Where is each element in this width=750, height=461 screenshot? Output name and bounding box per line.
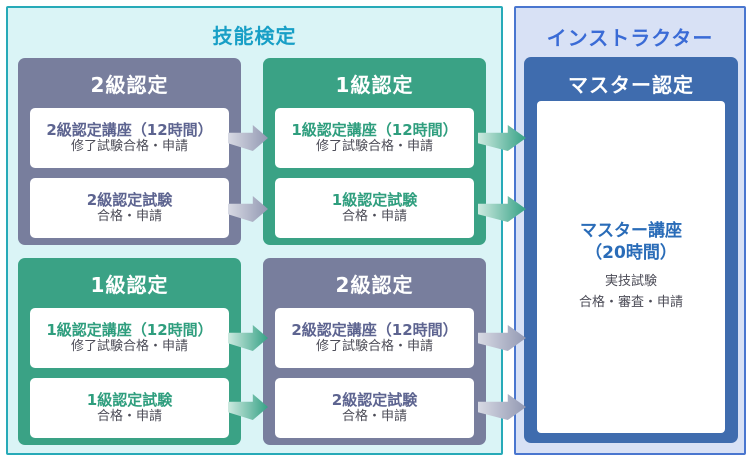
grade2-certification-box-bottom: 2級認定 2級認定講座（12時間） 修了試験合格・申請 2級認定試験 合格・申請 [263, 258, 486, 445]
course-step: 2級認定講座（12時間） 修了試験合格・申請 [30, 108, 229, 168]
master-result-label: 合格・審査・申請 [578, 295, 683, 311]
box-title: 1級認定 [90, 273, 169, 297]
master-certification-box: マスター認定 マスター講座 （20時間） 実技試験 合格・審査・申請 [524, 57, 738, 443]
grade1-certification-box-bottom: 1級認定 1級認定講座（12時間） 修了試験合格・申請 1級認定試験 合格・申請 [18, 258, 241, 445]
step-heading: 2級認定試験 [331, 390, 418, 409]
step-detail: 合格・申請 [341, 409, 407, 425]
box-title: 2級認定 [335, 273, 414, 297]
step-heading: 1級認定講座（12時間） [46, 320, 213, 339]
grade2-certification-box-top: 2級認定 2級認定講座（12時間） 修了試験合格・申請 2級認定試験 合格・申請 [18, 58, 241, 245]
step-detail: 修了試験合格・申請 [70, 339, 188, 355]
step-detail: 修了試験合格・申請 [315, 139, 433, 155]
course-step: 2級認定講座（12時間） 修了試験合格・申請 [275, 308, 474, 368]
box-title: 2級認定 [90, 73, 169, 97]
course-step: 1級認定講座（12時間） 修了試験合格・申請 [275, 108, 474, 168]
step-heading: 1級認定試験 [331, 190, 418, 209]
exam-step: 1級認定試験 合格・申請 [275, 178, 474, 238]
course-step: 1級認定講座（12時間） 修了試験合格・申請 [30, 308, 229, 368]
step-heading: 1級認定試験 [86, 390, 173, 409]
step-heading: 2級認定講座（12時間） [291, 320, 458, 339]
master-course-hours: （20時間） [585, 243, 677, 264]
instructor-panel-title: インストラクター [546, 26, 714, 50]
step-detail: 修了試験合格・申請 [315, 339, 433, 355]
step-detail: 合格・申請 [341, 209, 407, 225]
skill-panel-title: 技能検定 [212, 24, 297, 48]
step-heading: 2級認定講座（12時間） [46, 120, 213, 139]
box-title: 1級認定 [335, 73, 414, 97]
master-course-panel: マスター講座 （20時間） 実技試験 合格・審査・申請 [537, 101, 725, 433]
exam-step: 2級認定試験 合格・申請 [30, 178, 229, 238]
step-detail: 合格・申請 [96, 409, 162, 425]
master-exam-label: 実技試験 [604, 274, 657, 290]
master-course-name: マスター講座 [580, 221, 682, 242]
exam-step: 1級認定試験 合格・申請 [30, 378, 229, 438]
master-box-title: マスター認定 [568, 73, 694, 97]
step-heading: 1級認定講座（12時間） [291, 120, 458, 139]
exam-step: 2級認定試験 合格・申請 [275, 378, 474, 438]
step-detail: 合格・申請 [96, 209, 162, 225]
grade1-certification-box-top: 1級認定 1級認定講座（12時間） 修了試験合格・申請 1級認定試験 合格・申請 [263, 58, 486, 245]
step-detail: 修了試験合格・申請 [70, 139, 188, 155]
step-heading: 2級認定試験 [86, 190, 173, 209]
